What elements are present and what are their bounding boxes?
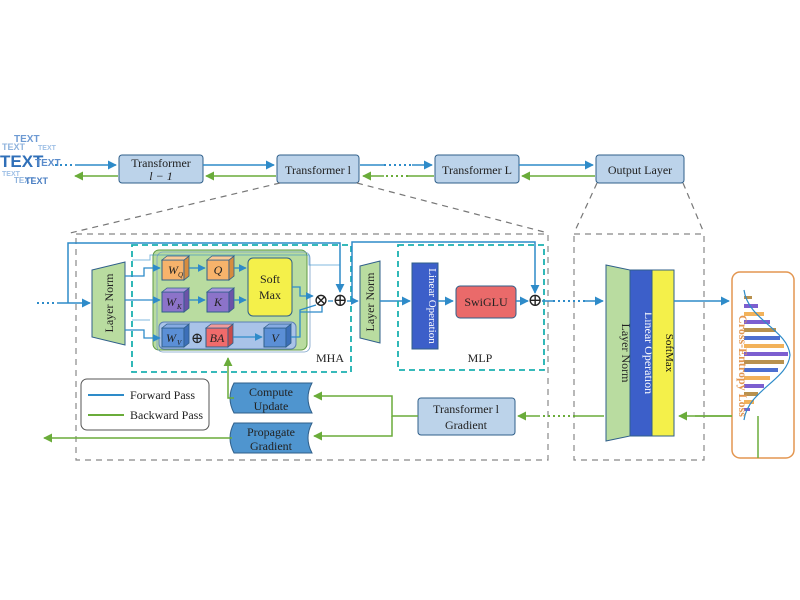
swiglu-box: SwiGLU	[455, 285, 517, 319]
mlp-linear-operation: Linear Operation	[411, 262, 439, 350]
residual-add-2: ⊕	[527, 290, 542, 310]
transformer-block-container	[75, 233, 549, 461]
zoom-line	[573, 182, 598, 234]
k-box: K	[205, 287, 236, 313]
forward-line	[291, 304, 317, 338]
v-box: V	[262, 323, 293, 348]
output-layer-label: Output Layer	[608, 163, 672, 177]
zoom-line	[69, 182, 281, 234]
transformer-gradient-box: Transformer l Gradient	[417, 397, 516, 436]
compute-update-box: Compute Update	[229, 382, 313, 414]
compute-update-line2: Update	[254, 399, 289, 413]
lora-add-symbol: ⊕	[191, 331, 204, 347]
wk-sub: K	[176, 303, 182, 311]
loss-label: Cross-Entropy Loss	[736, 315, 750, 417]
loss-distribution-bars	[744, 296, 788, 411]
ba-label: BA	[210, 331, 225, 345]
propagate-gradient-box: Propagate Gradient	[229, 422, 313, 454]
text-cloud-word: TEXT	[2, 142, 26, 152]
transformer-gradient-line1: Transformer l	[433, 402, 500, 416]
forward-arrow	[125, 264, 161, 277]
text-cloud-word: TEXT	[14, 176, 35, 185]
forward-line	[132, 254, 341, 292]
forward-arrow	[292, 286, 314, 300]
q-box: Q	[205, 255, 236, 281]
zoom-line	[682, 182, 705, 234]
backward-arrow	[223, 357, 234, 399]
wk-box: W K	[160, 287, 191, 313]
backward-arrow	[313, 391, 418, 417]
text-cloud-word: TEXT	[38, 145, 57, 152]
forward-arrow	[125, 329, 161, 342]
compute-update-line1: Compute	[249, 385, 293, 399]
transformer-l-box: Transformer l	[276, 154, 360, 184]
legend: Forward Pass Backward Pass	[80, 378, 210, 431]
transformer-prev-line1: Transformer	[131, 156, 191, 170]
mlp-label: MLP	[468, 351, 493, 365]
wq-sub: Q	[178, 271, 183, 279]
mlp-dashed-box	[397, 244, 545, 371]
swiglu-label: SwiGLU	[464, 295, 508, 309]
mlp-linear-label: Linear Operation	[426, 268, 438, 344]
text-cloud-word: TEXT	[14, 134, 40, 145]
text-cloud-word: TEXT	[0, 152, 44, 171]
output-softmax-label: SoftMax	[663, 334, 675, 373]
residual-add-1: ⊕	[332, 290, 347, 310]
propagate-gradient-line1: Propagate	[247, 425, 295, 439]
wq-label: W	[168, 263, 179, 277]
layer-norm-2-label: Layer Norm	[363, 272, 377, 332]
attention-softmax-box: Soft Max	[247, 257, 293, 317]
q-label: Q	[214, 263, 223, 277]
mha-dashed-box	[131, 244, 352, 373]
legend-forward-label: Forward Pass	[130, 388, 195, 402]
transformer-l-label: Transformer l	[285, 163, 352, 177]
output-layer-box: Output Layer	[595, 154, 685, 184]
mha-label: MHA	[316, 351, 344, 365]
text-cloud-word: TEXT	[35, 158, 61, 169]
transformer-gradient-line2: Gradient	[445, 418, 488, 432]
text-cloud: TEXT TEXT TEXT TEXT TEXT TEXT TEXT TEXT	[0, 134, 61, 186]
output-softmax: SoftMax	[651, 269, 675, 437]
output-block-container	[573, 233, 705, 461]
softmax-line2: Max	[259, 288, 281, 302]
layer-norm-1-label: Layer Norm	[102, 273, 116, 333]
transformer-prev-box: Transformer l − 1	[118, 154, 204, 184]
text-cloud-word: TEXT	[25, 176, 49, 186]
transformer-L-box: Transformer L	[434, 154, 520, 184]
wv-label: W	[166, 331, 177, 345]
cross-entropy-loss-box: Cross-Entropy Loss	[731, 271, 795, 459]
v-label: V	[271, 331, 280, 345]
wq-box: W Q	[160, 255, 191, 281]
loss-curve	[743, 289, 791, 421]
k-label: K	[213, 295, 223, 309]
layer-norm-2: Layer Norm	[359, 260, 381, 344]
backward-arrow	[313, 416, 393, 441]
transformer-prev-line2: l − 1	[149, 169, 172, 183]
propagate-gradient-line2: Gradient	[250, 439, 293, 453]
ba-box: BA	[204, 323, 235, 348]
softmax-line1: Soft	[260, 272, 281, 286]
output-layer-norm: Layer Norm	[605, 264, 633, 442]
residual-connection	[351, 241, 540, 301]
transformer-L-label: Transformer L	[442, 163, 512, 177]
wv-box: W V	[160, 323, 191, 348]
layer-norm-1: Layer Norm	[91, 261, 126, 346]
zoom-line	[356, 182, 549, 234]
forward-line	[300, 306, 323, 313]
text-cloud-word: TEXT	[2, 171, 21, 178]
wk-label: W	[166, 295, 177, 309]
multiply-symbol: ⊗	[313, 290, 328, 310]
wv-sub: V	[177, 339, 182, 347]
legend-backward-label: Backward Pass	[130, 408, 203, 422]
